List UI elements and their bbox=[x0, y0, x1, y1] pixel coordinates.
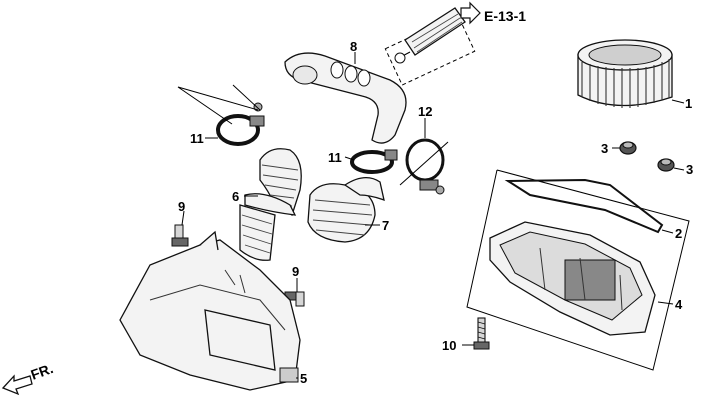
front-direction-arrow bbox=[1, 374, 33, 396]
band-clamp-upper bbox=[216, 102, 265, 146]
callout-11-upper: 11 bbox=[190, 131, 204, 146]
callout-3-left: 3 bbox=[601, 141, 608, 156]
callout-8: 8 bbox=[350, 39, 357, 54]
case-gasket bbox=[504, 178, 664, 234]
callout-9-lower: 9 bbox=[292, 264, 299, 279]
callout-5: 5 bbox=[300, 371, 307, 386]
band-clamp-middle bbox=[350, 149, 398, 174]
rubber-mount-right bbox=[657, 158, 675, 172]
case-assembly-frame bbox=[466, 169, 690, 371]
band-clamp-lower bbox=[405, 138, 445, 195]
rubber-mount-left bbox=[619, 141, 637, 155]
callout-3-right: 3 bbox=[686, 162, 693, 177]
case-bolt bbox=[473, 317, 490, 350]
direction-label: FR. bbox=[29, 360, 56, 383]
air-intake-duct bbox=[284, 51, 411, 144]
callout-6: 6 bbox=[232, 189, 239, 204]
intake-tube bbox=[239, 148, 302, 261]
callout-2: 2 bbox=[675, 226, 682, 241]
leader-lines bbox=[177, 52, 685, 379]
breather-filter bbox=[404, 7, 466, 56]
bolt-upper bbox=[171, 224, 189, 247]
callout-4: 4 bbox=[675, 297, 683, 312]
lower-cover bbox=[119, 230, 301, 391]
callout-1: 1 bbox=[685, 96, 692, 111]
air-cleaner-case bbox=[489, 221, 656, 336]
reference-boundary bbox=[384, 14, 476, 86]
callout-10: 10 bbox=[442, 338, 456, 353]
callout-12: 12 bbox=[418, 104, 432, 119]
reference-arrow bbox=[460, 1, 481, 25]
reference-label: E-13-1 bbox=[484, 8, 526, 24]
callout-7: 7 bbox=[382, 218, 389, 233]
callout-11-middle: 11 bbox=[328, 150, 342, 165]
air-filter-element bbox=[577, 39, 673, 108]
callout-9-upper: 9 bbox=[178, 199, 185, 214]
connecting-tube bbox=[307, 177, 385, 243]
